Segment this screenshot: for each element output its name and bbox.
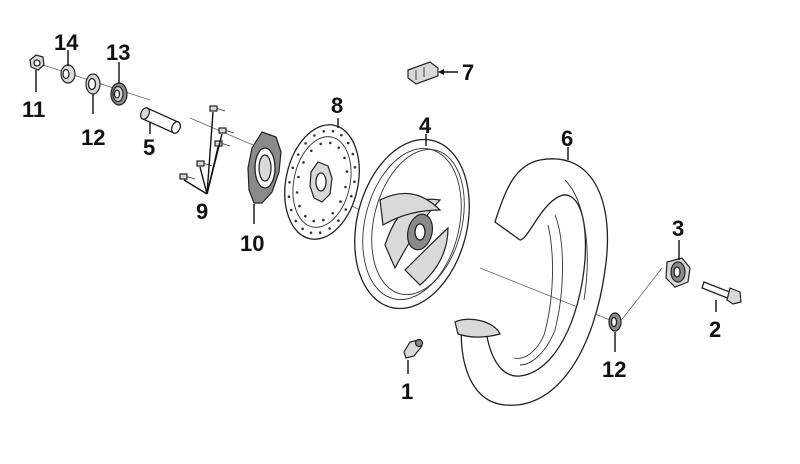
disc-vent-hole <box>304 214 307 218</box>
disc-vent-hole <box>322 218 325 222</box>
disc-vent-hole <box>309 231 313 235</box>
axle-bolt-part-2 <box>701 281 742 305</box>
callout-9: 9 <box>196 199 208 224</box>
bolt-leader-lines <box>183 111 223 195</box>
callout-labels: 11 14 12 13 5 9 10 8 4 7 6 3 2 1 12 <box>22 30 721 404</box>
callout-5: 5 <box>143 135 155 160</box>
disc-vent-hole <box>350 194 353 198</box>
callout-8: 8 <box>331 93 343 118</box>
axle-line-right <box>619 267 663 323</box>
disc-vent-hole <box>346 141 350 145</box>
nut-part-11 <box>29 54 45 71</box>
disc-vent-hole <box>296 153 300 156</box>
callout-14: 14 <box>54 30 79 55</box>
wheel-rim-part-4 <box>354 138 470 310</box>
disc-vent-hole <box>353 166 357 169</box>
disc-vent-hole <box>345 170 349 173</box>
disc-vent-hole <box>343 156 346 160</box>
disc-vent-hole <box>353 180 356 183</box>
callout-7: 7 <box>462 60 474 85</box>
callout-6: 6 <box>561 126 573 151</box>
disc-vent-hole <box>291 166 295 170</box>
callout-3: 3 <box>672 216 684 241</box>
disc-vent-hole <box>340 133 343 137</box>
axle-sleeve-part-5 <box>140 107 182 134</box>
callout-12-right: 12 <box>602 357 626 382</box>
disc-vent-hole <box>351 152 355 156</box>
callout-13: 13 <box>106 40 130 65</box>
disc-vent-hole <box>322 130 326 133</box>
brake-disc-part-8 <box>284 124 360 240</box>
disc-vent-hole <box>329 141 332 145</box>
disc-vent-hole <box>344 185 347 189</box>
disc-vent-hole <box>304 142 307 145</box>
spacer-ring-part-12-left <box>85 73 101 95</box>
callout-1: 1 <box>401 379 413 404</box>
disc-vent-hole <box>295 191 299 194</box>
callout-leader-lines <box>35 50 717 374</box>
disc-adapter-part-10 <box>247 131 282 204</box>
disc-vent-hole <box>312 219 316 223</box>
clip-part-7 <box>407 61 439 85</box>
disc-vent-hole <box>337 219 340 222</box>
disc-vent-hole <box>328 227 331 230</box>
bearing-part-13 <box>110 82 128 106</box>
disc-vent-hole <box>331 129 335 133</box>
disc-vent-hole <box>289 208 293 212</box>
disc-vent-hole <box>297 175 300 179</box>
disc-vent-hole <box>318 231 322 234</box>
tire-part-6 <box>454 158 609 406</box>
disc-vent-hole <box>294 219 298 223</box>
callout-10: 10 <box>240 231 264 256</box>
disc-vent-hole <box>298 204 301 208</box>
disc-vent-holes <box>287 129 357 235</box>
speedo-gear-part-3 <box>665 257 691 288</box>
valve-stem-part-1 <box>403 338 424 359</box>
callout-12-left: 12 <box>81 125 105 150</box>
callout-11: 11 <box>22 97 45 122</box>
bolts-part-9 <box>179 105 235 180</box>
disc-vent-hole <box>310 149 313 153</box>
disc-vent-hole <box>339 200 342 203</box>
disc-vent-hole <box>344 208 348 211</box>
callout-2: 2 <box>709 317 721 342</box>
disc-vent-hole <box>319 142 323 146</box>
disc-vent-hole <box>331 211 335 215</box>
disc-vent-hole <box>302 161 305 164</box>
disc-vent-hole <box>288 181 291 184</box>
spacer-ring-part-12-right <box>608 312 622 332</box>
callout-4: 4 <box>419 113 432 138</box>
disc-vent-hole <box>337 146 341 150</box>
disc-vent-hole <box>301 227 304 231</box>
disc-vent-hole <box>287 195 291 198</box>
disc-vent-hole <box>313 134 316 137</box>
washer-part-14 <box>60 64 76 84</box>
